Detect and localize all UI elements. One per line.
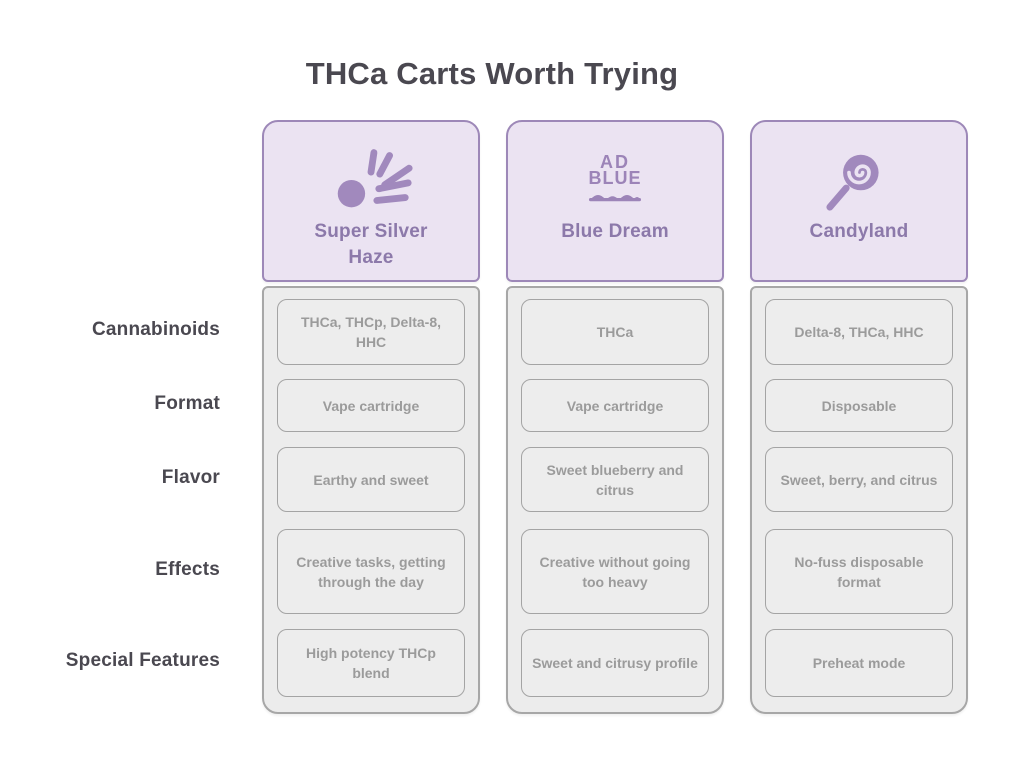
cell-format: Vape cartridge — [521, 379, 709, 432]
column-blue-dream: AD BLUE Blue Dream THCa Vape cartridge S… — [506, 120, 724, 714]
column-title: Candyland — [809, 221, 909, 242]
row-label-special-features: Special Features — [65, 650, 220, 671]
column-candyland: Candyland Delta-8, THCa, HHC Disposable … — [750, 120, 968, 714]
column-header: Super Silver Haze — [262, 120, 480, 282]
column-panel: THCa, THCp, Delta-8, HHC Vape cartridge … — [262, 286, 480, 714]
cell-special-features: High potency THCp blend — [277, 629, 465, 697]
page-title: THCa Carts Worth Trying — [305, 56, 679, 91]
cell-special-features: Preheat mode — [765, 629, 953, 697]
column-super-silver-haze: Super Silver Haze THCa, THCp, Delta-8, H… — [262, 120, 480, 714]
column-title: Blue Dream — [561, 221, 669, 242]
row-label-effects: Effects — [155, 558, 220, 580]
cell-effects: Creative without going too heavy — [521, 529, 709, 614]
adblue-text-logo: AD BLUE — [588, 152, 642, 202]
row-label-format: Format — [154, 392, 220, 414]
column-title: Super Silver Haze — [314, 221, 428, 268]
row-label-flavor: Flavor — [161, 466, 220, 488]
lollipop-icon — [752, 138, 966, 218]
cell-special-features: Sweet and citrusy profile — [521, 629, 709, 697]
cell-effects: No-fuss disposable format — [765, 529, 953, 614]
cell-format: Disposable — [765, 379, 953, 432]
adblue-wave-logo-icon: AD BLUE — [508, 138, 722, 218]
cell-flavor: Sweet blueberry and citrus — [521, 447, 709, 512]
cell-flavor: Earthy and sweet — [277, 447, 465, 512]
adblue-text-line2: BLUE — [588, 168, 642, 188]
sunburst-icon — [264, 138, 478, 218]
cell-cannabinoids: THCa, THCp, Delta-8, HHC — [277, 299, 465, 365]
adblue-text-line1: AD — [600, 152, 630, 172]
column-header: AD BLUE Blue Dream — [506, 120, 724, 282]
cell-effects: Creative tasks, getting through the day — [277, 529, 465, 614]
row-label-cannabinoids: Cannabinoids — [91, 319, 220, 340]
column-panel: THCa Vape cartridge Sweet blueberry and … — [506, 286, 724, 714]
cell-cannabinoids: Delta-8, THCa, HHC — [765, 299, 953, 365]
cell-format: Vape cartridge — [277, 379, 465, 432]
cell-flavor: Sweet, berry, and citrus — [765, 447, 953, 512]
cell-cannabinoids: THCa — [521, 299, 709, 365]
column-panel: Delta-8, THCa, HHC Disposable Sweet, ber… — [750, 286, 968, 714]
column-header: Candyland — [750, 120, 968, 282]
wave-icon — [589, 195, 641, 202]
